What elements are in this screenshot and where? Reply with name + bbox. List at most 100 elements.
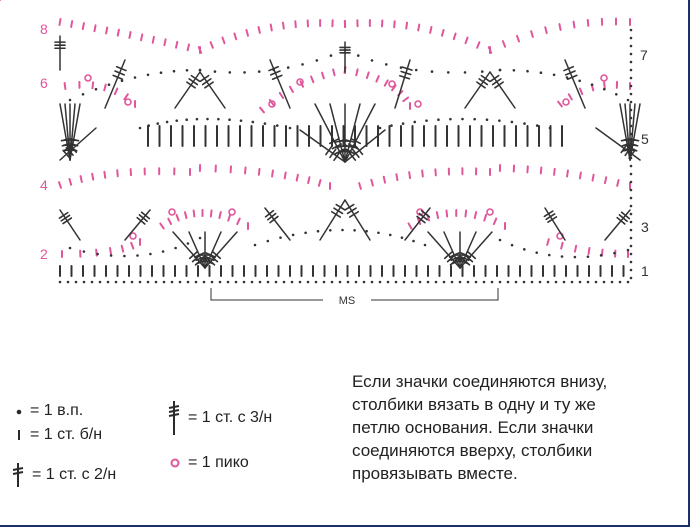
chain-dot xyxy=(170,280,174,284)
chain-dot xyxy=(356,54,360,57)
chain-dot xyxy=(510,243,514,247)
stitch-stem xyxy=(124,209,151,241)
chain-dot xyxy=(213,70,217,73)
chain-dot xyxy=(413,120,417,124)
stitch-stem xyxy=(190,74,201,83)
chain-dot xyxy=(290,280,294,284)
pink-stitch xyxy=(233,32,238,41)
stitch-stem xyxy=(616,216,626,225)
chain-dot xyxy=(133,76,137,79)
chain-dot xyxy=(535,124,539,127)
chain-dot xyxy=(301,63,304,66)
chain-dot xyxy=(202,280,206,284)
chain-dot xyxy=(322,280,326,284)
chain-dot xyxy=(629,44,633,48)
row-label-7: 7 xyxy=(640,47,648,63)
pink-stitch xyxy=(546,238,550,246)
picot-mark xyxy=(296,78,304,86)
chain-dot xyxy=(122,280,126,284)
stitch-stem xyxy=(174,71,201,109)
chain-dot xyxy=(266,239,270,243)
chain-dot xyxy=(250,280,254,284)
chain-dot xyxy=(629,124,633,128)
stitch-stem xyxy=(186,81,196,89)
chain-dot xyxy=(329,229,332,232)
chain-dot xyxy=(210,280,214,284)
chain-dot xyxy=(274,280,278,284)
stitch-stem xyxy=(457,258,469,265)
legend-picot-label: = 1 пико xyxy=(188,454,249,471)
chain-dot xyxy=(560,255,564,258)
pink-stitch xyxy=(289,85,294,93)
chain-dot xyxy=(425,119,428,122)
stitch-stem xyxy=(348,151,357,161)
chain-dot xyxy=(603,87,606,91)
pink-stitch xyxy=(408,171,412,180)
chain-dot xyxy=(123,254,126,258)
chain-dot xyxy=(378,126,382,130)
pink-stitch xyxy=(332,68,336,77)
row-label-3: 3 xyxy=(641,219,649,235)
legend-sc-label: = 1 ст. б/н xyxy=(30,426,103,443)
chain-dot xyxy=(226,280,230,284)
chain-dot xyxy=(136,254,139,257)
chain-dot xyxy=(178,280,182,284)
stitch-stem xyxy=(416,215,426,224)
row-label-2: 2 xyxy=(40,246,48,262)
chain-dot xyxy=(146,73,150,77)
stitch-stem xyxy=(545,213,556,221)
chain-dot xyxy=(629,204,633,208)
chain-dot xyxy=(370,59,374,62)
chain-dot xyxy=(68,98,72,102)
chain-dot xyxy=(446,71,450,74)
stitch-stem xyxy=(399,74,411,80)
row-label-4: 4 xyxy=(40,177,48,193)
chain-dot xyxy=(490,280,494,284)
chain-dot xyxy=(410,280,414,284)
pink-stitch xyxy=(58,18,62,26)
stitch-stem xyxy=(466,250,477,260)
stitch-stem xyxy=(346,207,357,215)
stitch-stem xyxy=(325,145,333,156)
chain-dot xyxy=(629,116,633,120)
stitch-stem xyxy=(618,214,628,223)
stitch-stem xyxy=(543,210,554,218)
chain-dot xyxy=(594,280,598,284)
pink-stitch xyxy=(573,244,578,253)
chain-dot xyxy=(498,68,502,72)
chain-dot xyxy=(107,83,111,86)
chain-dot xyxy=(257,70,261,73)
symbol-legend: = 1 в.п. = 1 ст. б/н = 1 ст. с 2/н = 1 с… xyxy=(10,398,340,518)
chain-dot xyxy=(629,52,633,56)
picot-icon xyxy=(170,458,180,468)
chain-dot xyxy=(546,280,550,284)
pink-stitch xyxy=(81,22,85,31)
stitch-stem xyxy=(140,211,151,220)
chain-dot xyxy=(629,68,633,72)
stitch-stem xyxy=(347,143,359,150)
stitch-stem xyxy=(267,212,277,221)
chain-dot xyxy=(547,253,551,257)
stitch-stem xyxy=(114,70,126,76)
stitch-stem xyxy=(480,74,491,83)
pink-stitch xyxy=(269,23,273,32)
row-label-8: 8 xyxy=(40,21,48,37)
chain-dot xyxy=(330,280,334,284)
chain-dot xyxy=(629,268,633,272)
stitch-stem xyxy=(209,254,219,263)
chain-dot xyxy=(629,244,633,248)
stitch-stem xyxy=(563,65,575,72)
chain-dot xyxy=(66,280,70,284)
chain-dot xyxy=(482,280,486,284)
pink-stitch xyxy=(278,91,285,100)
chain-dot xyxy=(185,118,188,122)
stitch-stem xyxy=(65,146,74,156)
chain-dot xyxy=(275,124,279,127)
chain-dot xyxy=(590,83,594,86)
double-crochet-2-icon xyxy=(12,463,24,487)
chain-dot xyxy=(159,71,163,74)
chain-dot xyxy=(629,220,633,224)
chain-dot xyxy=(498,238,502,242)
pink-stitch xyxy=(578,171,582,180)
pink-stitch xyxy=(473,211,478,220)
